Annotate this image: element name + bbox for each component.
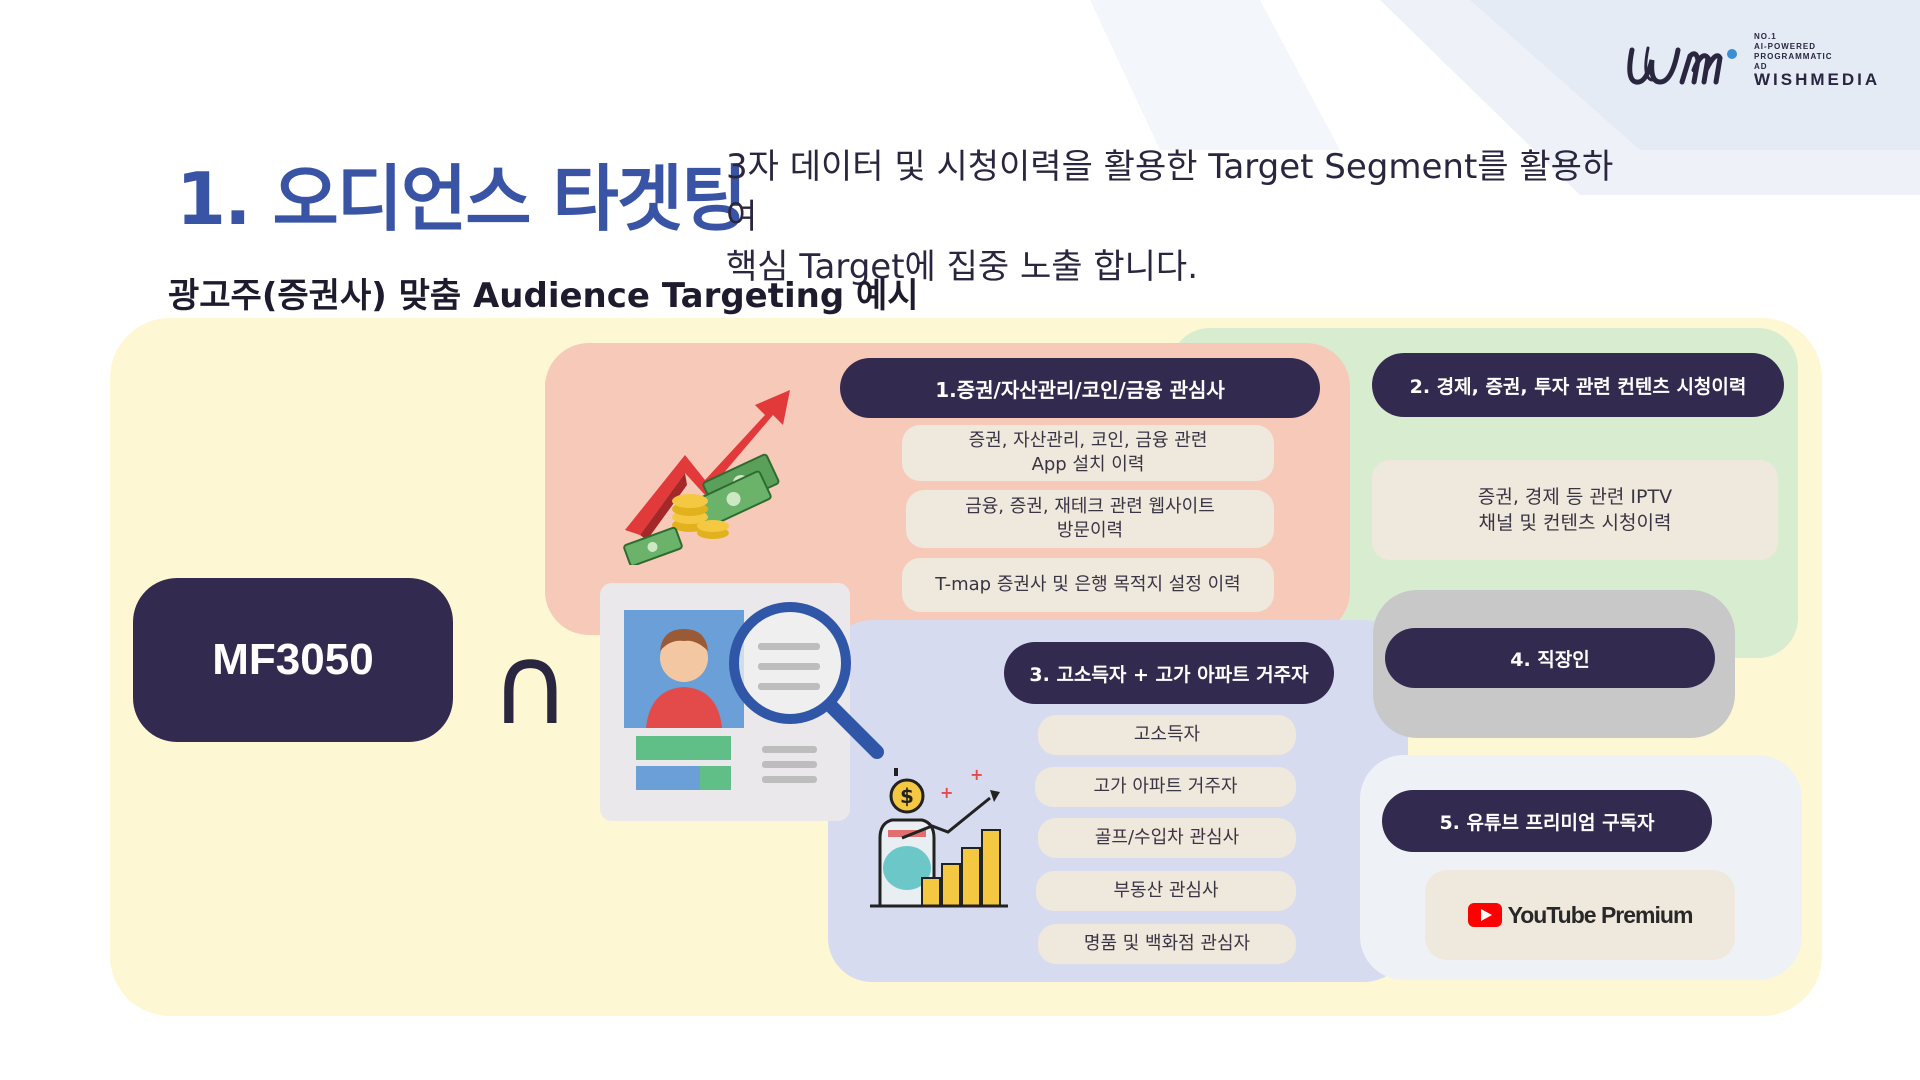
segment-3-item: 고가 아파트 거주자 <box>1035 767 1296 807</box>
investment-growth-icon: $ + + <box>870 768 1008 908</box>
segment-3-item: 고소득자 <box>1038 715 1296 755</box>
segment-5-title: 5. 유튜브 프리미엄 구독자 <box>1382 790 1712 852</box>
section-subtitle: 광고주(증권사) 맞춤 Audience Targeting 예시 <box>168 276 919 316</box>
base-segment-box: MF3050 <box>133 578 453 742</box>
segment-2-item: 증권, 경제 등 관련 IPTV 채널 및 컨텐츠 시청이력 <box>1372 460 1778 560</box>
svg-text:+: + <box>940 783 953 802</box>
profile-search-icon <box>624 602 884 790</box>
segment-1-item: 금융, 증권, 재테크 관련 웹사이트 방문이력 <box>906 490 1274 548</box>
logo-wordmark: WISHMEDIA <box>1754 70 1881 89</box>
segment-3-title: 3. 고소득자 + 고가 아파트 거주자 <box>1004 642 1334 704</box>
segment-1-item: T-map 증권사 및 은행 목적지 설정 이력 <box>902 558 1274 612</box>
segment-3-item: 부동산 관심사 <box>1036 871 1296 911</box>
svg-text:$: $ <box>900 784 914 808</box>
wishmedia-logo: NO.1 AI-POWERED PROGRAMMATIC AD WISHMEDI… <box>1624 30 1894 100</box>
trending-up-money-icon <box>623 390 790 565</box>
youtube-play-icon <box>1467 903 1502 927</box>
svg-text:+: + <box>970 768 983 784</box>
segment-1-title: 1.증권/자산관리/코인/금융 관심사 <box>840 358 1320 418</box>
segment-3-item: 골프/수입차 관심사 <box>1038 818 1296 858</box>
description-line-1: 3자 데이터 및 시청이력을 활용한 Target Segment를 활용하여 <box>726 147 1614 237</box>
page-title: 1. 오디언스 타겟팅 <box>176 157 747 241</box>
segment-2-title: 2. 경제, 증권, 투자 관련 컨텐츠 시청이력 <box>1372 353 1784 417</box>
segment-4-title: 4. 직장인 <box>1385 628 1715 688</box>
youtube-premium-label: YouTube Premium <box>1507 901 1694 928</box>
wm-logo-mark-icon <box>1627 46 1737 85</box>
segment-1-item: 증권, 자산관리, 코인, 금융 관련 App 설치 이력 <box>902 425 1274 481</box>
youtube-premium-badge: YouTube Premium <box>1425 870 1735 960</box>
description-line-2: 핵심 Target에 집중 노출 합니다. <box>726 247 1199 287</box>
segment-3-item: 명품 및 백화점 관심자 <box>1038 924 1296 964</box>
logo-tagline: NO.1 AI-POWERED PROGRAMMATIC AD <box>1754 32 1833 71</box>
page-description: 3자 데이터 및 시청이력을 활용한 Target Segment를 활용하여 … <box>726 142 1626 292</box>
intersection-operator: ∩ <box>490 621 571 749</box>
